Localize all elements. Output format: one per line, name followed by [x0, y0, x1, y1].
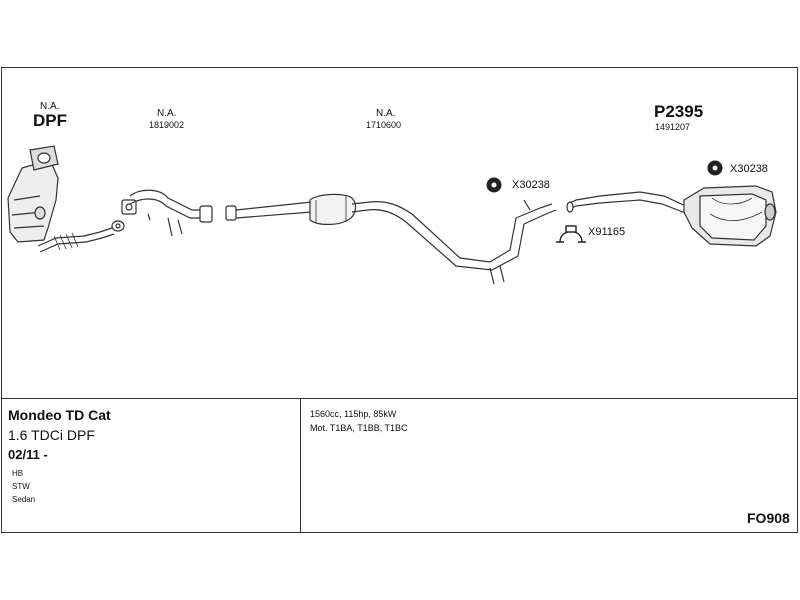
- dpf-unit: [7, 145, 125, 253]
- centre-pipe: [225, 193, 557, 285]
- spec-engine: 1560cc, 115hp, 85kW: [310, 409, 397, 419]
- accessory-label-x91165: X91165: [588, 226, 626, 238]
- centre-pipe-number: 1710600: [366, 120, 402, 130]
- body-type-hb: HB: [12, 469, 24, 478]
- diagram-code: FO908: [747, 510, 790, 526]
- clamp-x30238-b: [707, 160, 723, 176]
- centre-pipe-status: N.A.: [376, 108, 396, 119]
- rear-silencer-number: 1491207: [655, 122, 691, 132]
- front-pipe-number: 1819002: [149, 120, 185, 130]
- front-pipe-status: N.A.: [157, 108, 177, 119]
- body-type-sedan: Sedan: [12, 495, 36, 504]
- diagram-frame: [1, 67, 798, 533]
- body-type-stw: STW: [12, 482, 30, 491]
- accessory-label-x30238-a: X30238: [512, 179, 550, 191]
- front-pipe: [121, 189, 213, 237]
- info-divider-horizontal: [1, 398, 798, 399]
- accessory-label-x30238-b: X30238: [730, 163, 768, 175]
- vehicle-year: 02/11 -: [8, 447, 48, 462]
- dpf-status: N.A.: [40, 101, 60, 112]
- spec-motor-codes: Mot. T1BA, T1BB, T1BC: [310, 423, 408, 433]
- vehicle-engine: 1.6 TDCi DPF: [8, 427, 95, 443]
- rear-silencer-code: P2395: [654, 102, 704, 121]
- vehicle-model: Mondeo TD Cat: [8, 407, 111, 423]
- info-divider-vertical: [300, 398, 301, 533]
- dpf-title: DPF: [33, 111, 67, 130]
- rear-silencer: [566, 185, 777, 247]
- clamp-x30238-a: [486, 177, 502, 193]
- clamp-x91165: [556, 225, 586, 243]
